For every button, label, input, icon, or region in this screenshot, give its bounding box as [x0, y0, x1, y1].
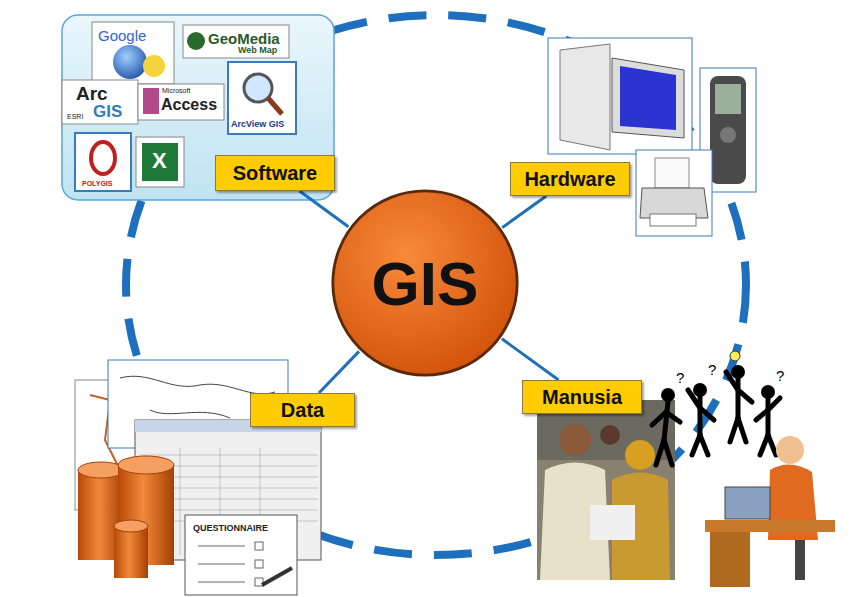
software-panel: [62, 15, 334, 200]
logo-text: Google: [98, 28, 146, 43]
node-text: Hardware: [524, 168, 615, 191]
gis-circle: GIS: [330, 188, 520, 378]
form-title: QUESTIONNAIRE: [193, 524, 268, 533]
logo-text: ESRI: [67, 113, 83, 120]
software-label: Software: [215, 155, 335, 191]
node-text: Software: [233, 162, 317, 185]
question-mark: ?: [776, 368, 784, 383]
question-mark: ?: [676, 370, 684, 385]
node-text: Manusia: [542, 386, 622, 409]
data-label: Data: [250, 393, 355, 427]
logo-text: Microsoft: [162, 87, 190, 94]
node-text: GIS: [372, 248, 479, 319]
connector-line: [502, 339, 559, 380]
node-text: Data: [281, 399, 324, 422]
manusia-label: Manusia: [522, 380, 642, 414]
logo-text: GeoMedia: [208, 31, 280, 46]
connector-line: [319, 351, 359, 393]
hardware-label: Hardware: [510, 162, 630, 196]
logo-text: ArcView GIS: [231, 120, 284, 129]
logo-text: GIS: [93, 103, 122, 120]
logo-text: POLYGIS: [82, 180, 112, 187]
logo-text: X: [152, 150, 167, 172]
connector-line: [502, 196, 546, 228]
question-mark: ?: [708, 362, 716, 377]
logo-text: Access: [161, 97, 217, 113]
connector-line: [300, 191, 349, 227]
logo-text: Arc: [76, 84, 108, 103]
logo-text: Web Map: [238, 46, 277, 55]
